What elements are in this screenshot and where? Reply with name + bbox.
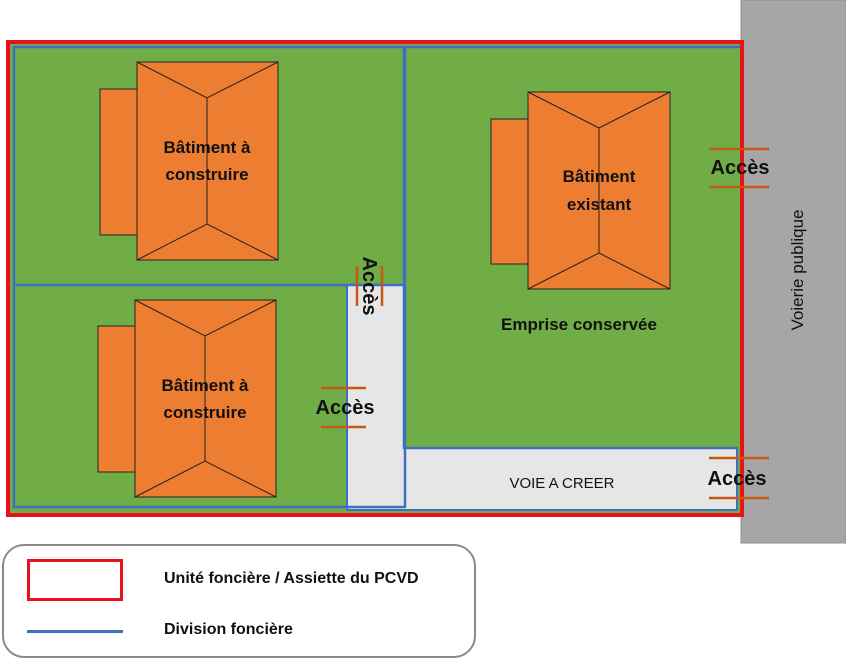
building-existing-line1: Bâtiment: [563, 167, 636, 186]
new-road-label: VOIE A CREER: [509, 475, 614, 492]
legend-unit-label: Unité foncière / Assiette du PCVD: [164, 570, 419, 587]
building-new-top-line2: construire: [165, 165, 248, 184]
access-marker-vertical: [355, 266, 384, 306]
building-new-top: [99, 61, 279, 261]
legend-unit-swatch: [27, 559, 123, 601]
building-new-top-line1: Bâtiment à: [164, 138, 251, 157]
building-new-bottom-line2: construire: [163, 403, 246, 422]
access-label-right: Accès: [711, 157, 770, 179]
building-existing-line2: existant: [567, 195, 632, 214]
access-marker-bottom: [709, 456, 769, 500]
land-division-lines: [12, 45, 740, 509]
building-existing: [490, 91, 671, 290]
kept-area-label: Emprise conservée: [501, 315, 657, 334]
public-road: [740, 0, 846, 544]
building-new-bottom-line1: Bâtiment à: [162, 376, 249, 395]
access-label-bottom: Accès: [708, 468, 767, 490]
legend-division-swatch: [27, 630, 123, 633]
access-marker-right: [709, 147, 769, 189]
legend: Unité foncière / Assiette du PCVD Divisi…: [2, 544, 476, 658]
building-new-bottom: [97, 299, 277, 498]
legend-division-label: Division foncière: [164, 621, 293, 638]
access-label-vertical: Accès: [358, 257, 380, 316]
access-label-lower-left: Accès: [316, 397, 375, 419]
access-marker-lower-left: [321, 386, 366, 429]
public-road-label: Voierie publique: [788, 210, 807, 331]
